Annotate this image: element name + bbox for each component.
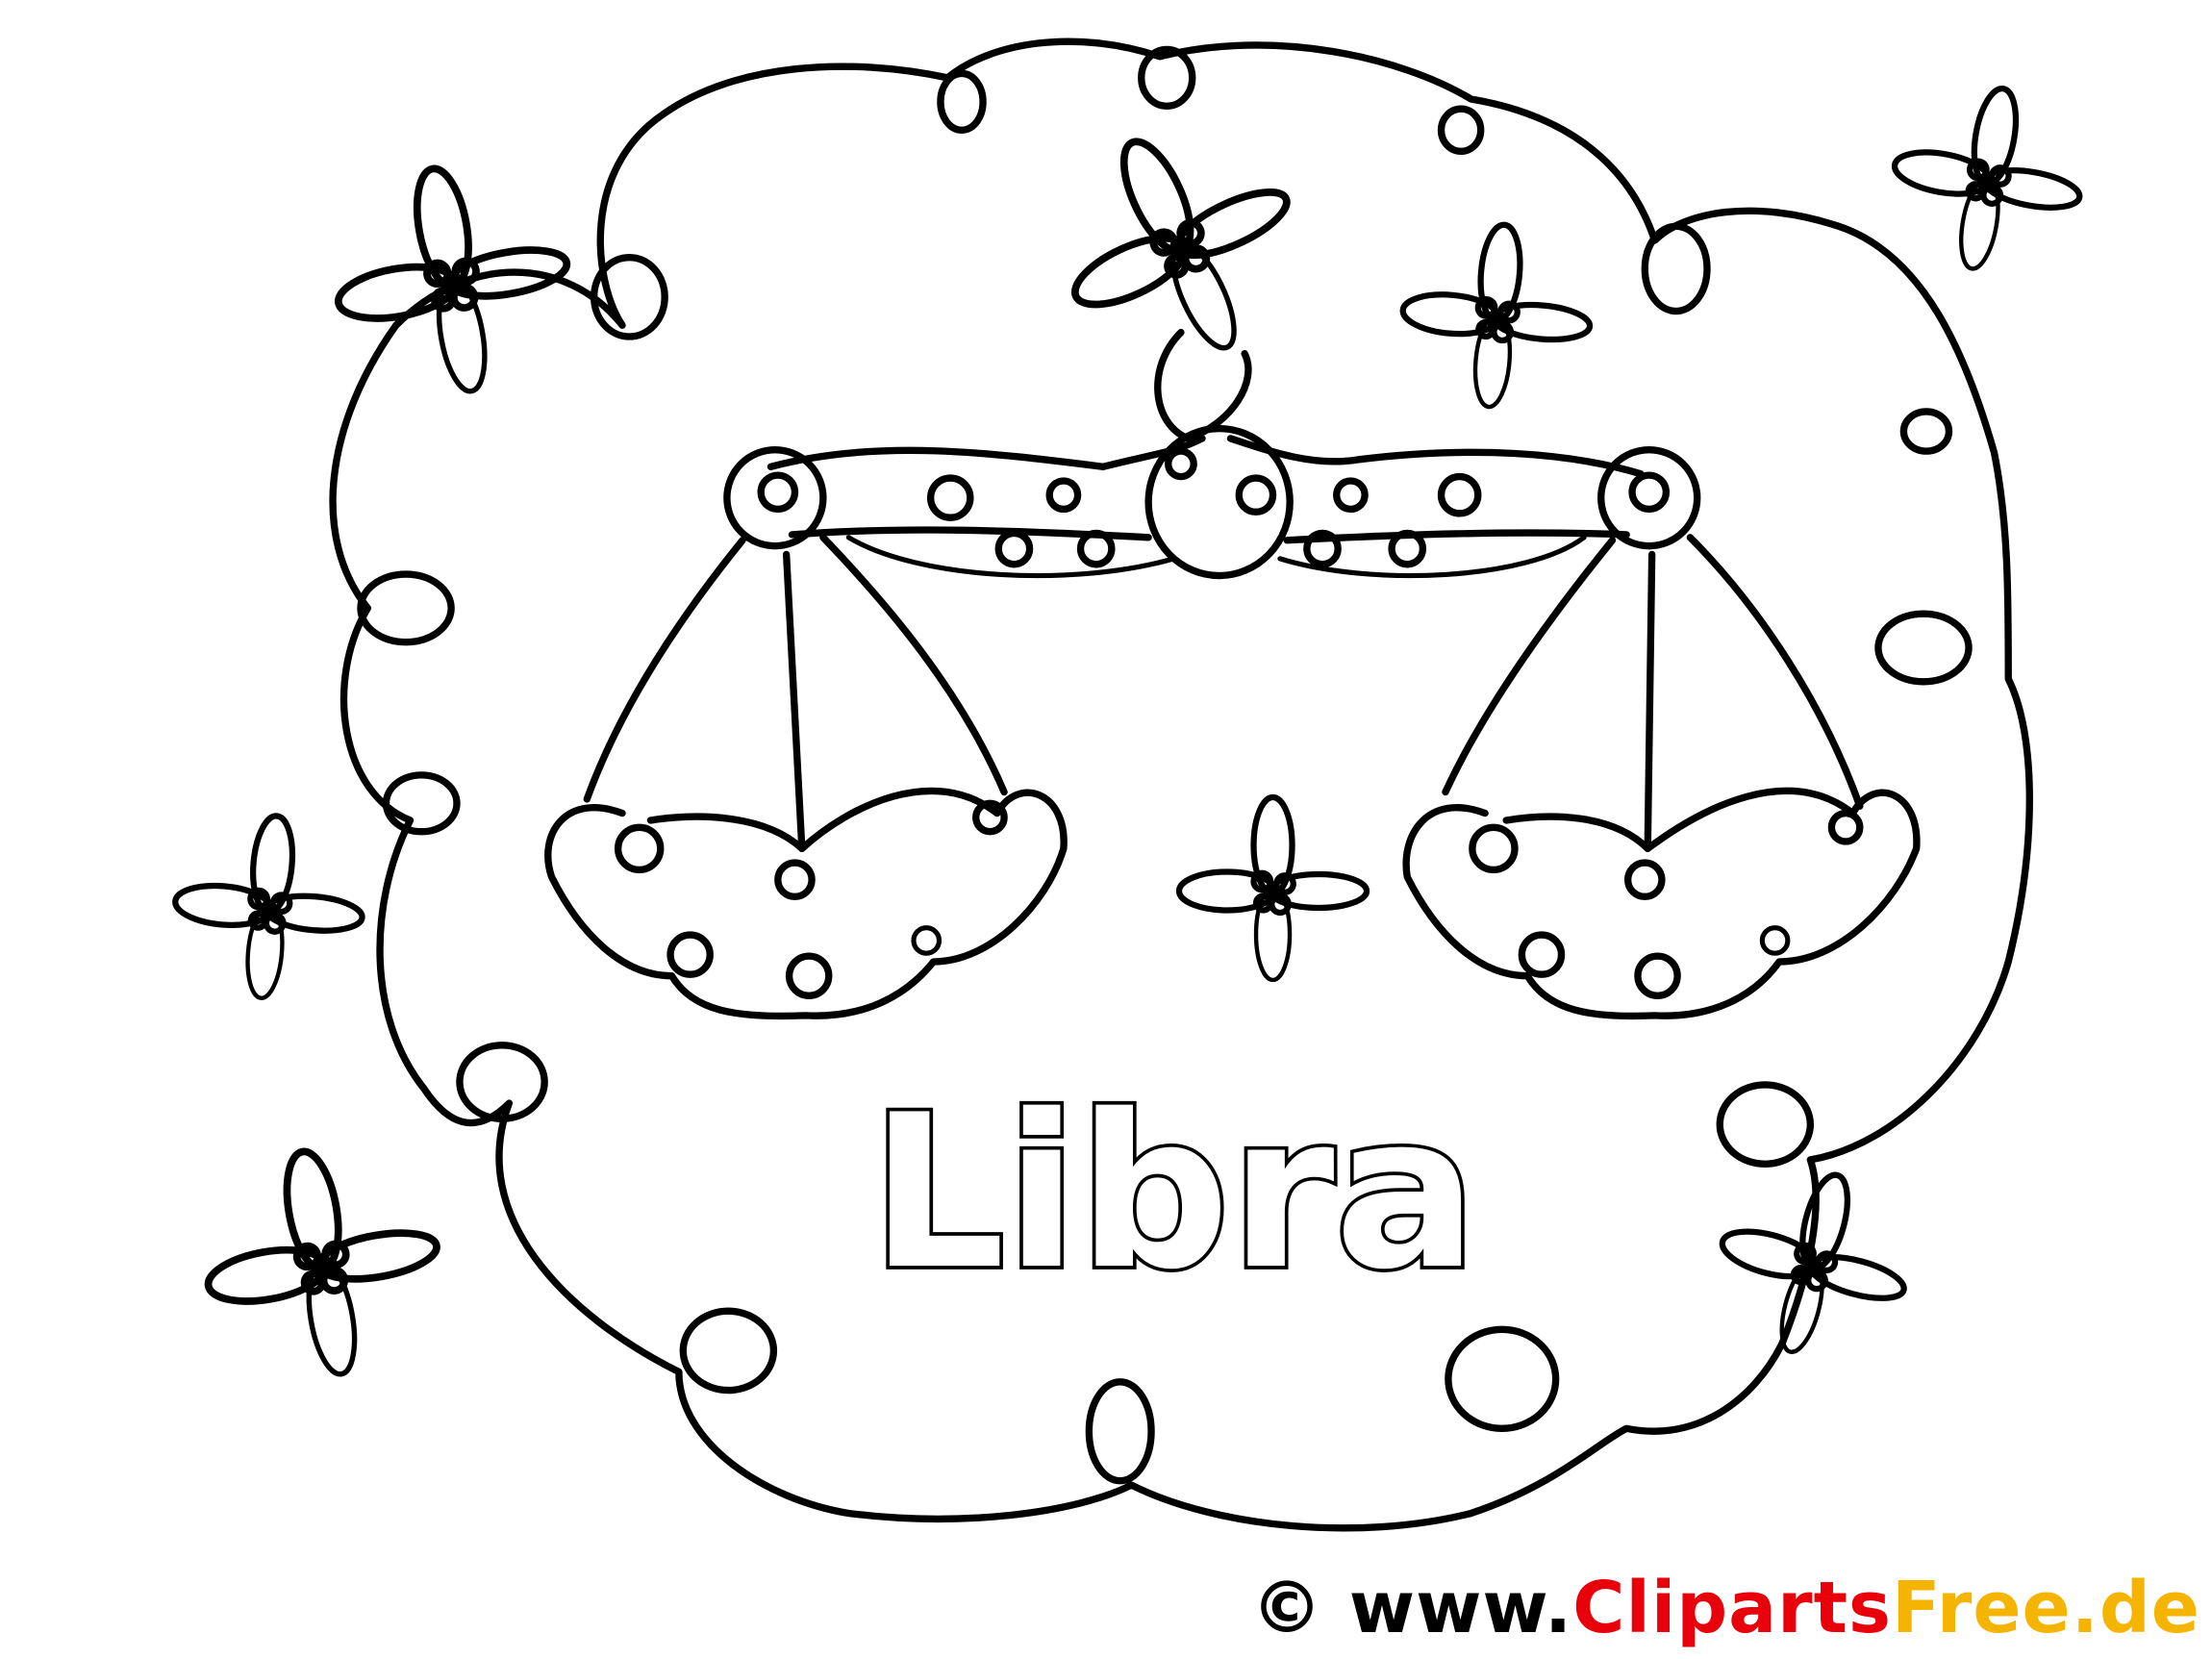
star-icon [1395, 216, 1598, 415]
left-pan [544, 787, 1068, 1020]
right-pan [1402, 787, 1921, 1020]
title-libra: Libra [870, 1069, 1478, 1317]
star-icon [189, 1132, 456, 1395]
cloud-border [329, 38, 2033, 1532]
scales-icon [544, 328, 1921, 1020]
star-icon [1879, 72, 2096, 285]
star-icon [318, 149, 586, 412]
star-icon [167, 808, 370, 1006]
copyright-icon: © [1250, 1567, 1323, 1649]
star-icon [1027, 93, 1333, 396]
star-icon [1179, 797, 1367, 980]
watermark: © www.ClipartsFree.de [1251, 1567, 2200, 1649]
watermark-brand-part1: Cliparts [1572, 1567, 1893, 1649]
watermark-brand-part2: Free.de [1892, 1567, 2200, 1649]
watermark-prefix: www. [1348, 1567, 1573, 1649]
